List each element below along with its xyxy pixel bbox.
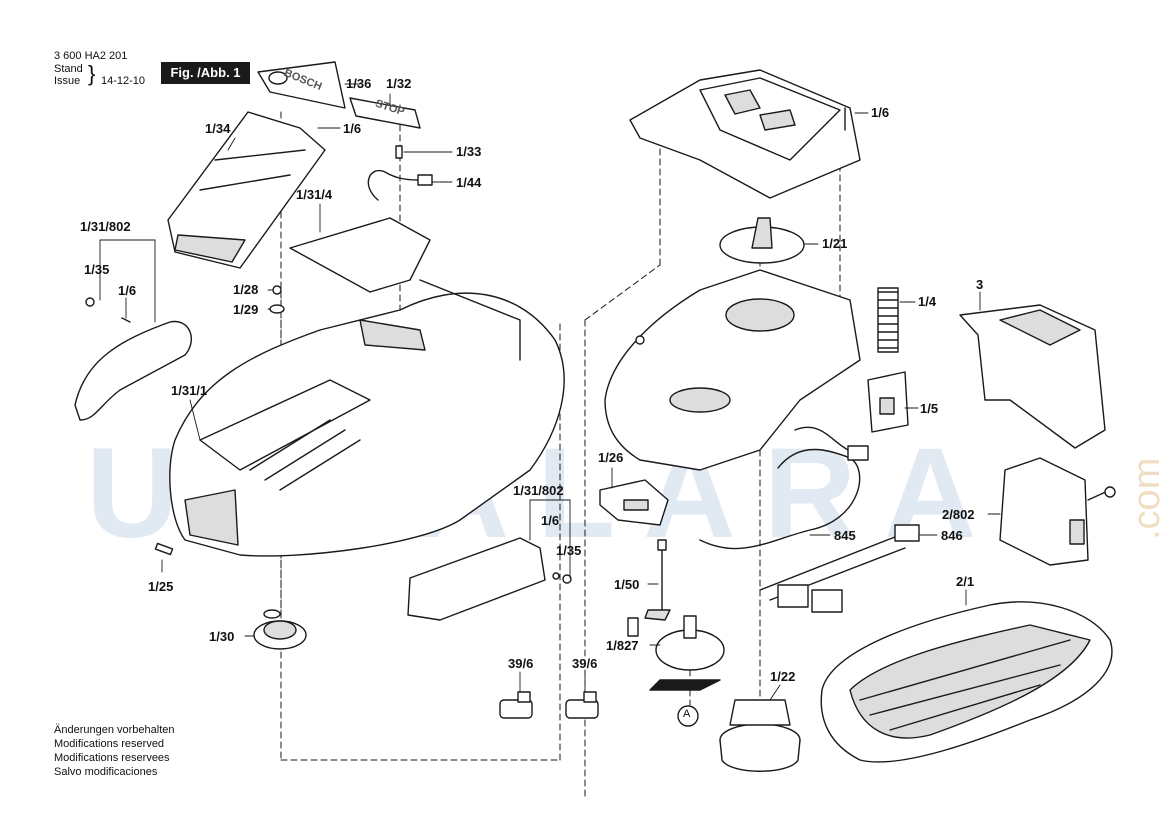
part-1-26-bracket [599,479,669,526]
part-chassis [604,269,861,471]
part-1-25-pin [154,542,174,556]
part-1-31-1-body [169,279,565,557]
part-1-44-cable [367,145,433,201]
label-39-6-left: 39/6 [508,656,534,671]
note-es: Salvo modificaciones [54,766,158,778]
part-1-827-motor [627,615,725,691]
label-1-36: 1/36 [346,76,372,91]
label-1-827: 1/827 [606,638,639,653]
label-1-50: 1/50 [614,577,640,592]
label-846: 846 [941,528,963,543]
label-1-29: 1/29 [233,302,259,317]
label-1-25: 1/25 [148,579,174,594]
label-39-6-right: 39/6 [572,656,598,671]
callout-a-circle [677,705,699,727]
label-1-5: 1/5 [920,401,939,416]
label-1-4: 1/4 [918,294,937,309]
label-1-34: 1/34 [205,121,231,136]
label-1-35-right: 1/35 [556,543,582,558]
part-1-32-stop-button [349,97,421,129]
label-845: 845 [834,528,856,543]
part-39-6-connectors [499,691,599,719]
label-1-31-802-left: 1/31/802 [80,219,131,234]
label-1-30: 1/30 [209,629,235,644]
label-1-6-cover: 1/6 [871,105,890,120]
part-1-36-cover [257,61,346,109]
label-1-6-top: 1/6 [343,121,362,136]
part-3-housing [959,304,1106,449]
part-1-22-blade-housing [719,699,801,772]
doc-number: 3 600 HA2 201 [54,50,128,62]
brace-icon: } [88,61,96,86]
part-1-4-spring [877,287,899,353]
label-1-35-left: 1/35 [84,262,110,277]
label-1-22: 1/22 [770,669,796,684]
stand-label: Stand [54,63,83,75]
note-en: Modifications reserved [54,738,165,750]
part-1-31-4-lid [289,217,431,293]
label-1-21: 1/21 [822,236,848,251]
part-1-5-slider [867,371,909,433]
part-1-34-front-panel [167,111,326,269]
part-1-21-cap [719,217,805,264]
part-1-31-802-right-bumper [407,537,572,621]
modification-notes: Änderungen vorbehalten Modifications res… [54,723,174,779]
issue-date: 14-12-10 [101,75,146,87]
label-1-31-1: 1/31/1 [171,383,208,398]
label-1-26: 1/26 [598,450,624,465]
label-3: 3 [976,277,984,292]
label-1-6-right: 1/6 [541,513,560,528]
note-de: Änderungen vorbehalten [54,724,175,736]
label-1-31-4: 1/31/4 [296,187,333,202]
label-2-1: 2/1 [956,574,975,589]
label-1-33: 1/33 [456,144,482,159]
label-1-28: 1/28 [233,282,259,297]
part-top-housing-cover [629,69,861,199]
note-fr: Modifications reservees [54,752,170,764]
part-1-50-cable [644,539,671,621]
part-1-30-hub [253,609,307,650]
label-1-32: 1/32 [386,76,412,91]
part-2-1-base-plate [820,601,1113,763]
callout-a: A [683,708,691,720]
label-2-802: 2/802 [942,507,975,522]
part-845-846-harness [699,426,920,613]
leader-lines [99,83,1001,701]
label-1-31-802-right: 1/31/802 [513,483,564,498]
figure-label: Fig. /Abb. 1 [161,62,250,84]
label-1-6-left: 1/6 [118,283,137,298]
issue-label: Issue [54,75,81,87]
label-1-44: 1/44 [456,175,482,190]
part-1-31-802-left-bumper [74,297,192,421]
part-2-802-box [999,457,1116,566]
